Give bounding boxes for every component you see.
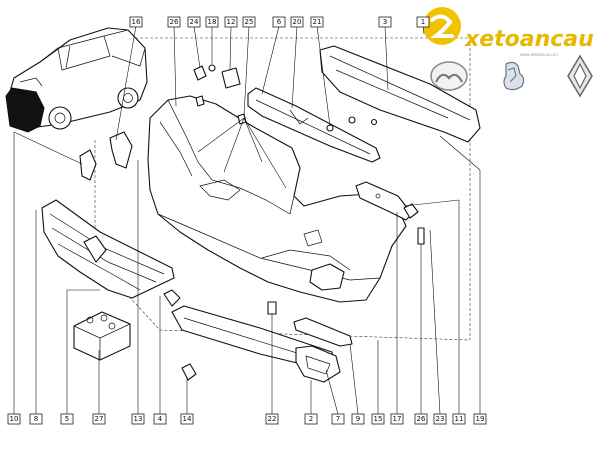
svg-text:25: 25 [245, 18, 254, 26]
bumper-cover-part [147, 95, 407, 303]
xetoancau-logo [423, 7, 461, 45]
svg-text:13: 13 [134, 415, 143, 423]
callout-2: 2 [304, 413, 318, 425]
callout-11: 11 [452, 413, 466, 425]
callout-12: 12 [224, 16, 238, 28]
svg-text:4: 4 [158, 415, 163, 423]
small-trim-part [79, 149, 97, 181]
callout-1: 1 [416, 16, 430, 28]
svg-text:27: 27 [95, 415, 104, 423]
callout-9: 9 [351, 413, 365, 425]
callout-8: 8 [29, 413, 43, 425]
callout-17: 17 [390, 413, 404, 425]
side-strip-part [293, 317, 353, 347]
callout-7: 7 [331, 413, 345, 425]
svg-text:17: 17 [393, 415, 402, 423]
callout-25: 25 [242, 16, 256, 28]
nut-part [208, 64, 216, 72]
svg-text:22: 22 [268, 415, 277, 423]
vehicle-illustration [5, 27, 148, 133]
lower-fastener-part [181, 363, 197, 381]
grille-emblem [83, 235, 107, 263]
svg-text:26: 26 [417, 415, 426, 423]
svg-text:12: 12 [227, 18, 236, 26]
svg-text:7: 7 [336, 415, 340, 423]
svg-text:8: 8 [34, 415, 38, 423]
fastener-kit-part [73, 311, 131, 361]
front-grille-part [41, 199, 175, 299]
callout-3: 3 [378, 16, 392, 28]
callout-19: 19 [473, 413, 487, 425]
svg-text:6: 6 [277, 18, 282, 26]
peugeot-logo [503, 61, 525, 91]
svg-text:9: 9 [356, 415, 360, 423]
callout-27: 27 [92, 413, 106, 425]
svg-text:11: 11 [455, 415, 464, 423]
svg-text:19: 19 [476, 415, 485, 423]
svg-text:20: 20 [293, 18, 302, 26]
svg-text:15: 15 [374, 415, 383, 423]
fog-lamp-opening [309, 263, 345, 291]
fastener-b-part [348, 116, 356, 124]
svg-text:18: 18 [208, 18, 217, 26]
callout-15: 15 [371, 413, 385, 425]
brand-name: xetoancau [464, 27, 594, 52]
callout-20: 20 [290, 16, 304, 28]
callout-24: 24 [187, 16, 201, 28]
callout-6: 6 [272, 16, 286, 28]
callout-21: 21 [310, 16, 324, 28]
mount-bracket-part [221, 67, 241, 89]
callout-26-bottom: 26 [414, 413, 428, 425]
side-guide-left-part [109, 131, 133, 169]
svg-text:16: 16 [132, 18, 141, 26]
leader-lines [13, 25, 481, 415]
svg-text:3: 3 [383, 18, 387, 26]
callout-16: 16 [129, 16, 143, 28]
renault-logo [567, 54, 593, 98]
svg-text:24: 24 [190, 18, 199, 26]
svg-text:1: 1 [421, 18, 425, 26]
svg-text:21: 21 [313, 18, 322, 26]
reinforcement-beam-part [319, 45, 481, 143]
callout-5: 5 [60, 413, 74, 425]
highlighted-front-bumper [5, 87, 45, 133]
tow-hook-cover-part [163, 289, 181, 307]
screw-part [417, 227, 425, 245]
bracket-clip-part [193, 65, 207, 81]
top-clip-part [195, 95, 205, 107]
fastener-c-part [370, 118, 378, 126]
clip-part [267, 301, 277, 315]
callout-26-top: 26 [167, 16, 181, 28]
svg-text:23: 23 [436, 415, 445, 423]
svg-text:14: 14 [183, 415, 192, 423]
callout-18: 18 [205, 16, 219, 28]
svg-text:5: 5 [65, 415, 69, 423]
assembly-boundary-top [135, 37, 471, 340]
fog-lamp-bezel-part [295, 345, 341, 383]
callout-10: 10 [7, 413, 21, 425]
callout-14: 14 [180, 413, 194, 425]
upper-bracket-part [247, 87, 381, 163]
callout-23: 23 [433, 413, 447, 425]
svg-text:10: 10 [10, 415, 19, 423]
brand-tagline: www.xetoancau.vn [520, 52, 558, 57]
svg-text:2: 2 [309, 415, 313, 423]
callout-22: 22 [265, 413, 279, 425]
callout-13: 13 [131, 413, 145, 425]
svg-text:26: 26 [170, 18, 179, 26]
callout-4: 4 [153, 413, 167, 425]
mazda-logo [430, 61, 468, 91]
